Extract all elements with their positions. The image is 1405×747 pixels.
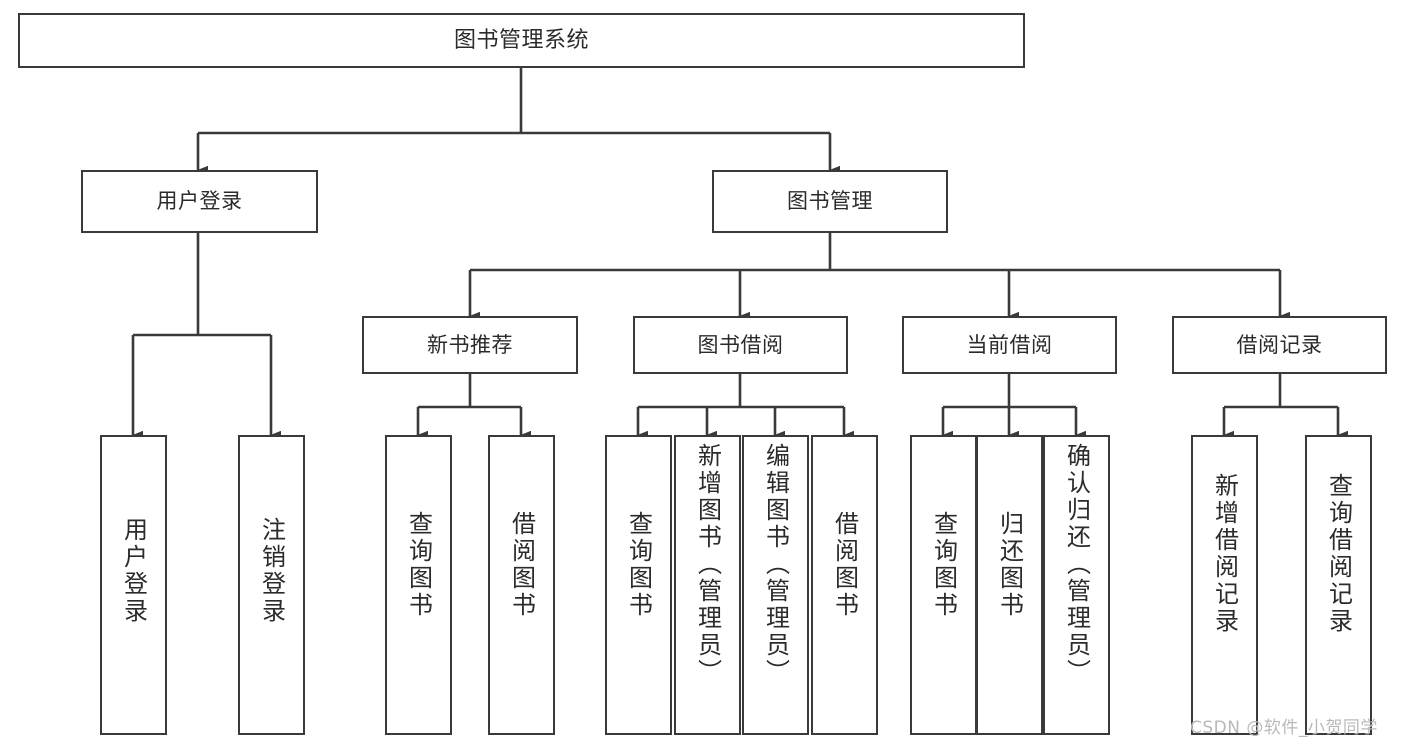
node-label: 查询图书 <box>624 511 653 619</box>
node-label: 借阅图书 <box>830 511 859 619</box>
leaf-new-book-borrow-book[interactable]: 借阅图书 <box>488 435 555 735</box>
node-label: 当前借阅 <box>966 332 1053 357</box>
leaf-borrow-record-add-record[interactable]: 新增借阅记录 <box>1191 435 1258 735</box>
leaf-book-borrow-edit-book-admin[interactable]: 编辑图书（管理员） <box>742 435 809 735</box>
node-label: 图书管理 <box>787 189 873 214</box>
leaf-borrow-record-query-record[interactable]: 查询借阅记录 <box>1305 435 1372 735</box>
node-borrow-record[interactable]: 借阅记录 <box>1172 316 1387 374</box>
leaf-book-borrow-add-book-admin[interactable]: 新增图书（管理员） <box>674 435 741 735</box>
node-label: 图书管理系统 <box>453 27 589 53</box>
connectors-user-login <box>131 233 281 440</box>
leaf-user-login-login[interactable]: 用户登录 <box>100 435 167 735</box>
node-label: 查询借阅记录 <box>1324 473 1353 635</box>
node-user-login[interactable]: 用户登录 <box>81 170 318 233</box>
node-label: 借阅记录 <box>1236 332 1323 357</box>
node-label: 新增借阅记录 <box>1210 473 1239 635</box>
connectors-new-book <box>416 374 531 440</box>
node-label: 查询图书 <box>404 511 433 619</box>
connectors-root <box>196 68 840 175</box>
connectors-book-borrow <box>636 374 854 440</box>
leaf-book-borrow-query-book[interactable]: 查询图书 <box>605 435 672 735</box>
node-label: 新书推荐 <box>427 332 513 357</box>
node-label: 用户登录 <box>156 189 243 214</box>
leaf-book-borrow-borrow-book[interactable]: 借阅图书 <box>811 435 878 735</box>
connectors-current-borrow <box>941 374 1086 440</box>
node-root-system[interactable]: 图书管理系统 <box>18 13 1025 68</box>
node-book-borrow[interactable]: 图书借阅 <box>633 316 848 374</box>
node-label: 借阅图书 <box>507 511 536 619</box>
node-label: 查询图书 <box>929 511 958 619</box>
connectors-book-mgmt <box>468 233 1290 321</box>
leaf-current-borrow-return-book[interactable]: 归还图书 <box>976 435 1043 735</box>
node-label: 注销登录 <box>257 517 286 625</box>
leaf-new-book-query-book[interactable]: 查询图书 <box>385 435 452 735</box>
leaf-current-borrow-confirm-return-admin[interactable]: 确认归还（管理员） <box>1043 435 1110 735</box>
leaf-current-borrow-query-book[interactable]: 查询图书 <box>910 435 977 735</box>
node-current-borrow[interactable]: 当前借阅 <box>902 316 1117 374</box>
node-book-management[interactable]: 图书管理 <box>712 170 948 233</box>
node-label: 用户登录 <box>119 517 148 625</box>
node-label: 新增图书（管理员） <box>693 443 722 686</box>
connectors-borrow-record <box>1222 374 1348 440</box>
node-label: 编辑图书（管理员） <box>761 443 790 686</box>
node-new-book-recommend[interactable]: 新书推荐 <box>362 316 578 374</box>
node-label: 确认归还（管理员） <box>1062 443 1091 686</box>
node-label: 归还图书 <box>995 511 1024 619</box>
leaf-user-login-logout[interactable]: 注销登录 <box>238 435 305 735</box>
node-label: 图书借阅 <box>697 332 784 357</box>
